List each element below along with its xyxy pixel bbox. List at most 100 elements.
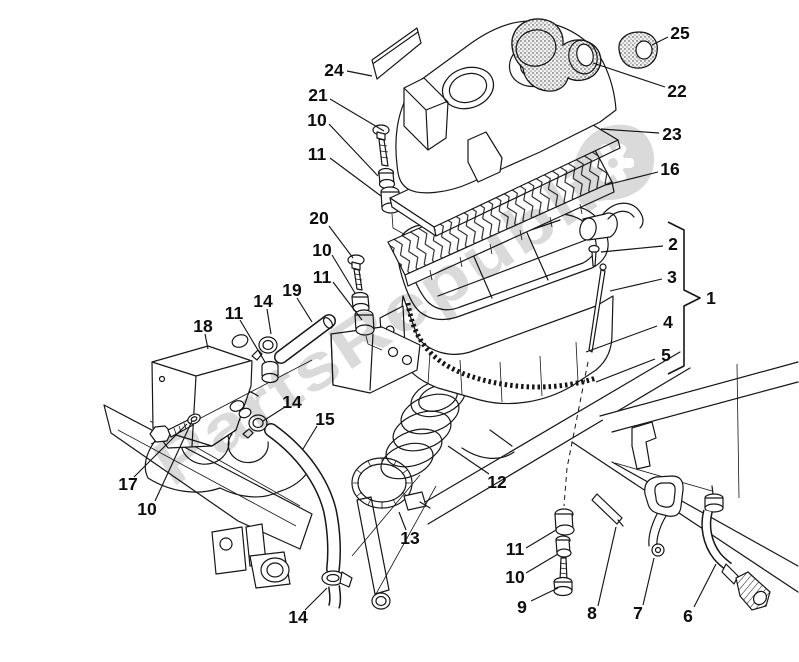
funnel-opening: [576, 43, 594, 67]
air-filter-16: [387, 149, 615, 287]
callout-18-label: 18: [193, 316, 213, 336]
seat-plate-fill: [600, 362, 798, 432]
callout-11-leader: [525, 529, 557, 549]
duct-ring-2: [400, 393, 460, 435]
callout-7: 7: [633, 557, 655, 623]
lid-tab-1-folds: [403, 87, 447, 151]
funnel-body: [511, 18, 602, 92]
hose-6-sleeve: [721, 563, 739, 585]
callout-19-label: 19: [282, 280, 302, 300]
screw-9-threads: [559, 562, 568, 575]
pivot-plate-hole: [219, 537, 233, 551]
damper-11d-bottom: [555, 524, 575, 536]
callout-7-leader: [642, 557, 655, 606]
callout-22: 22: [592, 62, 687, 101]
callout-6-leader: [693, 563, 717, 608]
rubber-cap-25: [618, 31, 658, 69]
pin-8-tip: [617, 519, 624, 527]
callout-5-label: 5: [661, 345, 671, 365]
clamp-14c-screw: [339, 571, 353, 588]
clamp-14c-bore: [326, 573, 340, 583]
washer-10-left: [187, 413, 201, 425]
damper-stack-bottom: [553, 508, 575, 597]
callout-5-leader: [595, 358, 656, 383]
callout-4-label: 4: [663, 312, 673, 332]
cap-opening: [635, 40, 653, 60]
callout-22-leader: [592, 62, 666, 88]
screw-20-collar: [351, 261, 361, 271]
screw-21-threads: [379, 144, 389, 159]
callout-1: 1: [706, 288, 716, 308]
lid-oval-inner: [448, 72, 488, 104]
hose-19-end: [322, 317, 334, 329]
callout-2: 2: [600, 234, 678, 254]
frame-tube-eye-hole: [375, 595, 387, 607]
callout-14-leader: [266, 308, 272, 335]
callout-layer: 2421101120101119141118252223162314512131…: [118, 23, 717, 627]
sealing-gasket-5: [405, 302, 597, 390]
screw-3-head: [599, 263, 607, 271]
callout-18-leader: [204, 333, 209, 350]
bolt-17-shaft: [167, 418, 194, 438]
front-spar: [414, 351, 691, 525]
callout-20-leader: [328, 225, 354, 259]
callout-11-leader: [239, 319, 266, 363]
intake-duct-12: [380, 378, 466, 480]
elbow-face: [579, 217, 597, 241]
clamp-14-bottom: [321, 570, 353, 588]
elbow-hose-arc: [602, 202, 644, 229]
lid-oval-outer: [441, 66, 495, 110]
callout-19: 19: [282, 280, 313, 323]
front-spar-fill: [415, 352, 690, 524]
callout-10-label: 10: [307, 110, 327, 130]
callout-10-label: 10: [505, 567, 525, 587]
strap-end-ring: [651, 543, 665, 557]
clamp-13-outer: [351, 457, 413, 509]
filter-side-ribs: [429, 203, 583, 281]
callout-11: 11: [313, 267, 363, 321]
callout-14-label: 14: [253, 291, 273, 311]
clamp-14b-ring: [248, 414, 268, 432]
callout-1-label: 1: [706, 288, 716, 308]
callout-8: 8: [587, 526, 617, 623]
washer-10c: [187, 413, 201, 425]
screw-9-head-bottom: [553, 585, 573, 597]
bolt-17: [149, 418, 194, 443]
watermark: PartsRepublik: [140, 124, 655, 500]
callout-9-label: 9: [517, 597, 527, 617]
callout-15-label: 15: [315, 409, 335, 429]
bracket-18-boss: [231, 334, 249, 348]
callout-3-leader: [609, 278, 663, 292]
bracket-folds: [330, 333, 374, 391]
bracket-18-hole-1: [158, 375, 166, 383]
callout-6: 6: [683, 563, 717, 626]
strap-bracket-7: [644, 475, 684, 557]
callout-10-label: 10: [137, 499, 157, 519]
decal-plate-24: [371, 27, 422, 80]
damper-11c-bottom: [261, 372, 279, 384]
hose-19-body: [275, 315, 335, 363]
callout-11: 11: [225, 303, 266, 363]
strap-head-hole: [654, 482, 676, 508]
callout-11: 11: [506, 529, 557, 559]
hose-6-pin: [711, 485, 714, 495]
callout-18: 18: [193, 316, 213, 350]
breather-hose-15: [264, 423, 342, 609]
callout-11-label: 11: [313, 267, 332, 287]
callout-17: 17: [118, 423, 188, 494]
callout-11-leader: [332, 281, 363, 321]
assembly-dashed-line: [563, 361, 589, 507]
screw-21-collar: [376, 131, 386, 141]
callout-4-leader: [585, 325, 658, 353]
pivot-tube-bore: [266, 562, 284, 578]
callout-23-label: 23: [662, 124, 682, 144]
damper-11b-bottom: [355, 324, 375, 336]
bracket-18-folds: [151, 360, 251, 447]
screw-2: [588, 244, 600, 267]
long-screw-3: [588, 263, 607, 353]
clamp-14a-ring: [258, 336, 278, 354]
group-bracket-1: [667, 221, 701, 375]
callout-21-label: 21: [308, 85, 328, 105]
callout-8-label: 8: [587, 603, 597, 623]
cradle-tab-curves: [461, 429, 515, 459]
